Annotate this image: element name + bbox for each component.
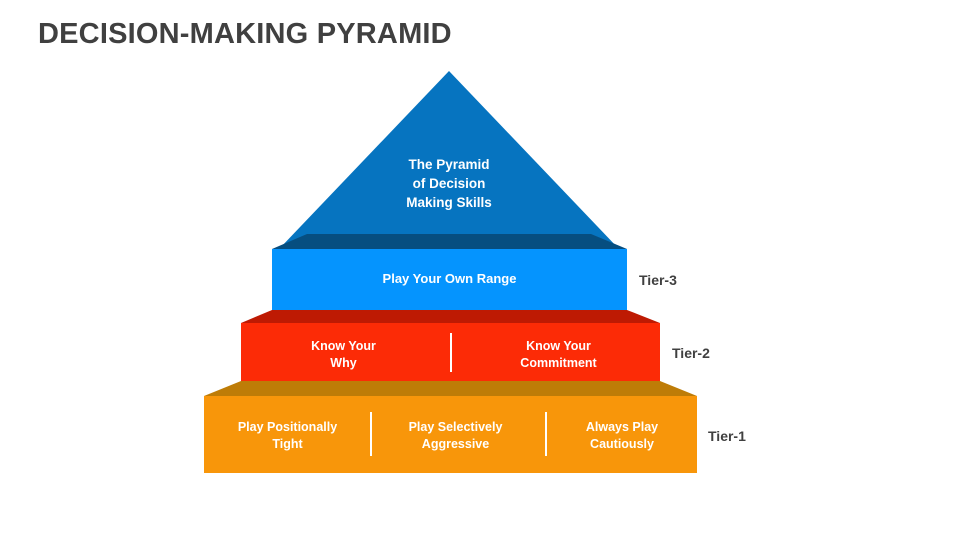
tier2-item-1-line-1: Know Your xyxy=(526,339,591,353)
apex-triangle xyxy=(280,71,618,248)
tier1-item-2: Always Play Cautiously xyxy=(546,419,698,452)
tier1-item-1: Play Selectively Aggressive xyxy=(372,419,539,452)
tier1-item-0: Play Positionally Tight xyxy=(204,419,371,452)
page-title: DECISION-MAKING PYRAMID xyxy=(38,18,452,50)
tier1-item-0-line-2: Tight xyxy=(272,436,303,451)
tier1-bevel xyxy=(204,381,697,396)
tier1-item-1-line-2: Aggressive xyxy=(421,436,490,451)
tier1-label: Tier-1 xyxy=(708,428,746,444)
tier1-face xyxy=(204,396,697,473)
tier1-item-0-line-1: Play Positionally xyxy=(237,420,338,434)
tier1-divider-1 xyxy=(545,412,547,456)
tier1-item-2-line-2: Cautiously xyxy=(590,436,654,451)
tier2-item-0-line-2: Why xyxy=(330,355,357,370)
tier2-item-0-line-1: Know Your xyxy=(311,339,376,353)
tier1-item-1-line-1: Play Selectively xyxy=(408,420,503,434)
tier2-item-0: Know Your Why xyxy=(241,338,446,371)
tier2-bevel xyxy=(241,310,660,323)
tier2-label: Tier-2 xyxy=(672,345,710,361)
tier2-item-1-line-2: Commitment xyxy=(520,355,597,370)
tier3-face xyxy=(272,249,627,310)
tier3-label: Tier-3 xyxy=(639,272,677,288)
tier2-divider-0 xyxy=(450,333,452,372)
tier1-item-2-line-1: Always Play xyxy=(585,420,659,434)
tier2-item-1: Know Your Commitment xyxy=(456,338,661,371)
tier1-divider-0 xyxy=(370,412,372,456)
apex-bevel xyxy=(272,234,627,249)
